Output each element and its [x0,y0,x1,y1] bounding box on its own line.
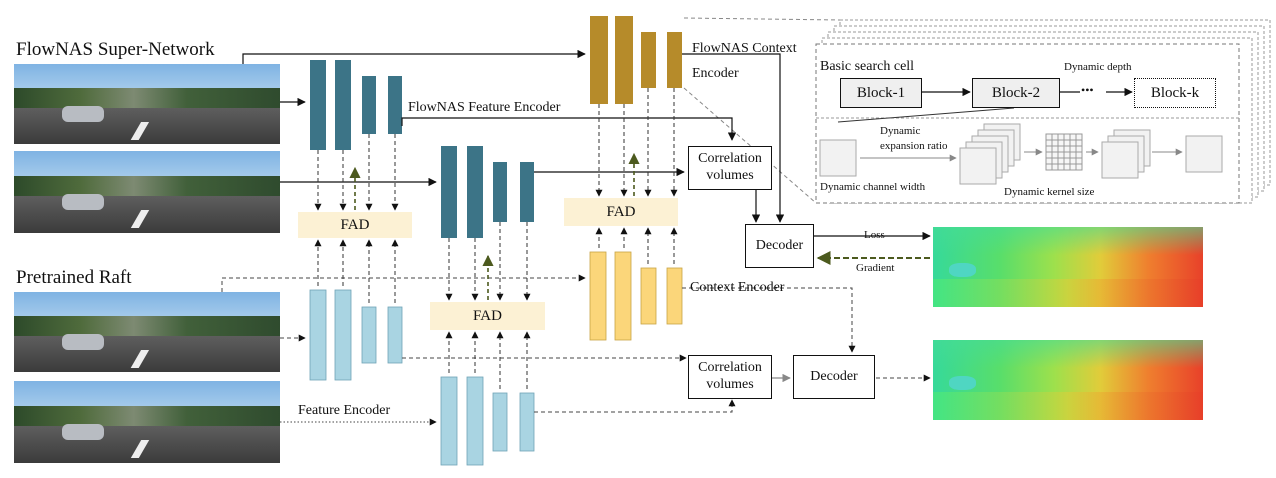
flownas-feature-bars-1 [310,60,402,150]
dynamic-depth-label: Dynamic depth [1064,61,1132,73]
input-frame-2-raft [14,381,280,463]
flow-output-supernet [933,227,1203,307]
raft-title: Pretrained Raft [16,267,132,288]
flow-output-raft [933,340,1203,420]
dynamic-expansion-label-2: expansion ratio [880,140,948,152]
block-k: Block-k [1134,78,1216,108]
input-frame-1-raft [14,292,280,372]
correlation-volumes-supernet: Correlation volumes [688,146,772,190]
supernet-title: FlowNAS Super-Network [16,39,215,60]
pretrained-feature-bars-2 [440,376,535,466]
input-frame-2-supernet [14,151,280,233]
fad-box-3: FAD [564,198,678,226]
context-encoder-label: Context Encoder [690,280,785,295]
correlation-label-1: Correlation [698,151,762,167]
flownas-feature-encoder-label: FlowNAS Feature Encoder [408,100,561,115]
block-2: Block-2 [972,78,1060,108]
fad-box-1: FAD [298,212,412,238]
block-1: Block-1 [840,78,922,108]
gradient-label: Gradient [856,262,895,274]
decoder-raft: Decoder [793,355,875,399]
search-cell-title: Basic search cell [820,59,915,74]
correlation-label-1: Correlation [698,360,762,376]
flownas-feature-bars-2 [441,146,534,238]
decoder-supernet: Decoder [745,224,814,268]
feature-encoder-label: Feature Encoder [298,403,391,418]
correlation-label-2: volumes [706,168,754,183]
dynamic-kernel-size-label: Dynamic kernel size [1004,186,1095,198]
correlation-label-2: volumes [706,377,754,392]
flownas-context-bars [590,16,682,104]
fad-box-2: FAD [430,302,545,330]
correlation-volumes-raft: Correlation volumes [688,355,772,399]
ellipsis: ••• [1081,83,1094,97]
dynamic-channel-width-label: Dynamic channel width [820,181,926,193]
pretrained-feature-bars-1 [309,289,403,381]
loss-label: Loss [864,229,885,241]
dynamic-expansion-label-1: Dynamic [880,125,921,137]
search-cell-panel [815,43,1240,204]
flownas-context-encoder-label-2: Encoder [692,66,739,81]
flownas-context-encoder-label-1: FlowNAS Context [692,41,797,56]
pretrained-context-bars [589,251,683,341]
input-frame-1-supernet [14,64,280,144]
